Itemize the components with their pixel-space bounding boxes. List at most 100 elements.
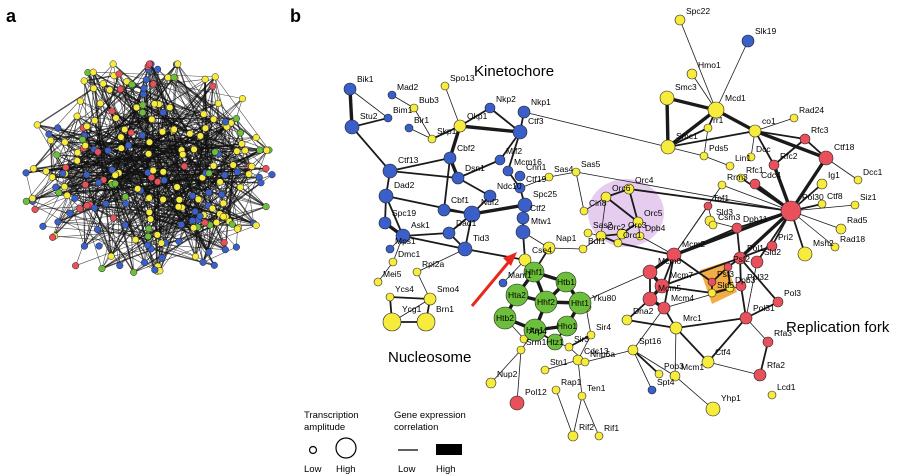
gene-node — [817, 199, 827, 209]
gene-node — [669, 370, 681, 382]
gene-label: Spo13 — [450, 73, 475, 83]
gene-label: Sas5 — [581, 159, 601, 169]
gene-node — [686, 68, 698, 80]
panel-a-edge — [173, 77, 234, 166]
panel-a-node — [128, 81, 136, 89]
gene-node — [580, 357, 590, 367]
panel-a-edge — [63, 173, 152, 178]
panel-a-node — [81, 142, 89, 150]
gene-node — [416, 312, 436, 332]
panel-a-node — [91, 117, 99, 125]
panel-a-node — [146, 215, 154, 223]
region-label-kinetochore: Kinetochore — [474, 63, 554, 80]
gene-node — [519, 334, 529, 344]
panel-a-node — [145, 150, 153, 158]
panel-a-node — [83, 122, 91, 130]
gene-node — [669, 321, 683, 335]
gene-node — [395, 228, 411, 244]
network-edge — [617, 242, 675, 256]
gene-node — [835, 223, 847, 235]
panel-a-node — [219, 199, 227, 207]
panel-a-node — [76, 205, 84, 213]
panel-a-edge — [208, 126, 228, 193]
panel-a-edge — [115, 103, 159, 119]
panel-a-edge — [221, 151, 238, 195]
panel-a-node — [54, 218, 62, 226]
gene-node — [707, 101, 725, 119]
panel-a-node — [201, 124, 209, 132]
gene-label: Rap1 — [561, 377, 582, 387]
gene-node — [766, 240, 778, 252]
panel-a-node — [22, 197, 30, 205]
network-edge — [490, 349, 522, 384]
network-edge — [632, 307, 665, 351]
gene-label: Rad24 — [799, 105, 824, 115]
gene-label: Sas2 — [593, 220, 613, 230]
gene-node — [378, 216, 392, 230]
gene-node — [378, 188, 394, 204]
gene-node — [579, 206, 589, 216]
panel-a-node — [149, 166, 157, 175]
gene-label: Mam1 — [508, 270, 532, 280]
panel-a-node — [78, 136, 87, 144]
gene-label: co1 — [762, 116, 776, 126]
gene-label: Pri2 — [778, 232, 793, 242]
gene-label: Mcm7 — [670, 270, 693, 280]
panel-a-node — [210, 115, 218, 123]
gene-label: Tof1 — [713, 193, 729, 203]
panel-a-node — [93, 226, 102, 234]
gene-node — [518, 253, 532, 267]
gene-node — [427, 134, 437, 144]
network-edge — [703, 127, 709, 157]
panel-a-edge — [140, 190, 209, 206]
panel-a-edge — [149, 211, 198, 228]
panel-a-edge — [87, 72, 227, 128]
panel-a-edge — [151, 128, 206, 178]
panel-a-node — [159, 168, 167, 176]
panel-a-node — [199, 258, 207, 266]
panel-a-edge — [62, 79, 206, 174]
gene-label: Csm3 — [718, 212, 740, 222]
gene-label: Dcc — [756, 144, 771, 154]
panel-a-node — [233, 225, 241, 233]
panel-a-node — [151, 266, 159, 274]
panel-a-node — [45, 130, 53, 138]
panel-a-node — [211, 148, 219, 156]
panel-a-node — [30, 165, 38, 173]
gene-label: Ig1 — [828, 170, 840, 180]
panel-a-edge — [231, 172, 238, 225]
gene-node — [567, 430, 579, 442]
network-edge — [575, 171, 792, 212]
panel-a-edge — [131, 84, 150, 199]
gene-node — [595, 230, 607, 242]
panel-a-node — [256, 146, 264, 154]
panel-a-node — [117, 133, 125, 141]
gene-node — [546, 333, 564, 351]
panel-a-node — [127, 129, 135, 137]
gene-label: Yhp1 — [721, 393, 741, 403]
gene-node — [772, 296, 784, 308]
gene-label: Dmc1 — [398, 249, 420, 259]
panel-a-node — [194, 195, 202, 203]
gene-node — [741, 34, 755, 48]
gene-node — [387, 90, 397, 100]
panel-a-node — [94, 148, 102, 156]
panel-b-network: Spc22Slk19Hmo1Smc3Mcd1Smc1rr1Pds5Lin1co1… — [343, 6, 883, 442]
gene-label: Dad1 — [456, 218, 477, 228]
panel-a-edge — [32, 200, 204, 263]
legend: Transcription amplitude Gene expression … — [304, 410, 466, 475]
panel-a-node — [133, 103, 141, 112]
gene-label: Orc4 — [635, 175, 654, 185]
gene-label: Dcc1 — [863, 167, 883, 177]
network-edge — [457, 159, 501, 179]
network-edge — [707, 361, 761, 376]
legend-correlation-title-2: correlation — [394, 422, 438, 433]
network-edge — [413, 107, 433, 140]
gene-node — [382, 163, 398, 179]
panel-a-edge — [54, 235, 226, 250]
panel-a-node — [263, 146, 271, 154]
gene-label: Pol12 — [525, 387, 547, 397]
gene-label: Mcm16 — [514, 157, 542, 167]
network-edge — [389, 296, 431, 300]
gene-label: Mcm1 — [681, 362, 704, 372]
